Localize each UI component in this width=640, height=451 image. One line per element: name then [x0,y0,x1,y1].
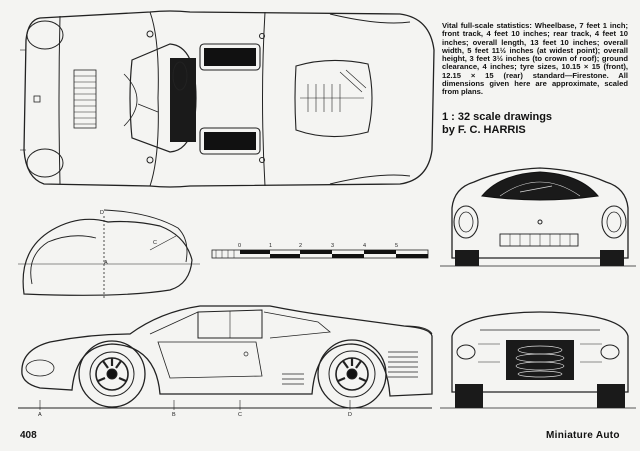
side-label-d: D [348,412,352,418]
drawing-credit: 1 : 32 scale drawings by F. C. HARRIS [442,111,632,136]
vital-statistics-text: Vital full-scale statistics: Wheelbase, … [442,21,628,97]
author-line: by F. C. HARRIS [442,123,526,136]
rear-view-drawing [440,311,636,409]
section-label-d: D [100,210,104,216]
plan-view-drawing [20,10,435,188]
front-view-drawing [440,167,636,267]
scale-tick-3: 3 [331,243,334,249]
scale-tick-4: 4 [363,243,366,249]
section-profile-drawing: D C A [18,209,200,300]
section-label-c: C [153,240,157,246]
magazine-name: Miniature Auto [546,430,620,441]
scale-tick-0: 0 [238,243,241,249]
page-number: 408 [20,430,37,441]
section-label-a: A [104,260,108,266]
scale-bar: 0 1 2 3 4 5 [211,243,429,259]
scale-tick-1: 1 [269,243,272,249]
scale-tick-5: 5 [395,243,398,249]
side-label-b: B [172,412,176,418]
side-view-drawing: A B C D [18,305,433,418]
side-label-c: C [238,412,242,418]
scale-tick-2: 2 [299,243,302,249]
side-label-a: A [38,412,42,418]
scale-line: 1 : 32 scale drawings [442,111,553,123]
